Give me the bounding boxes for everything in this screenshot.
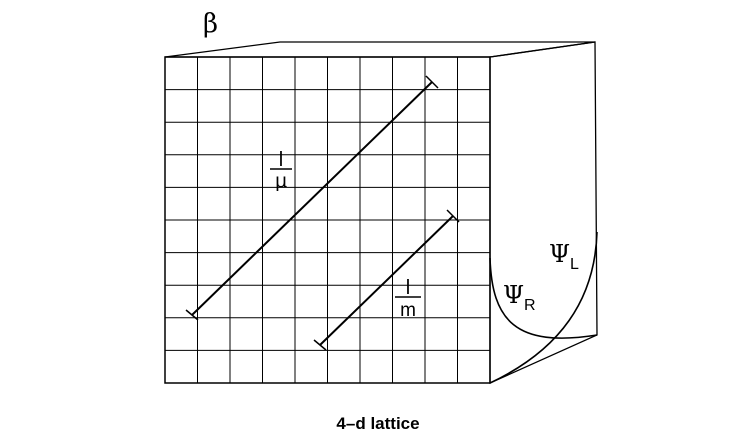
length-m-numerator: l — [406, 277, 410, 299]
psi-right-symbol: Ψ — [503, 281, 524, 309]
figure-caption: 4–d lattice — [336, 414, 420, 433]
cube-side-face — [489, 41, 598, 385]
length-mu-denominator: μ — [275, 170, 287, 192]
length-mu-numerator: l — [279, 149, 283, 171]
psi-right-label: ΨR — [503, 281, 536, 314]
correlation-length-m-segment — [313, 209, 460, 351]
psi-left-subscript: L — [570, 256, 579, 273]
lattice-front-face — [164, 56, 491, 384]
length-mu-label: l μ — [270, 149, 292, 192]
length-m-denominator: m — [400, 300, 416, 321]
psi-right-curve — [489, 257, 598, 339]
psi-right-subscript: R — [524, 297, 536, 314]
length-m-label: l m — [395, 277, 421, 321]
psi-left-symbol: Ψ — [549, 240, 570, 268]
beta-label: β — [203, 9, 218, 39]
cube-top-face — [164, 41, 596, 58]
psi-left-curve — [489, 231, 598, 384]
correlation-length-mu-segment — [185, 75, 439, 321]
psi-left-label: ΨL — [549, 240, 579, 273]
lattice-grid — [165, 57, 490, 383]
